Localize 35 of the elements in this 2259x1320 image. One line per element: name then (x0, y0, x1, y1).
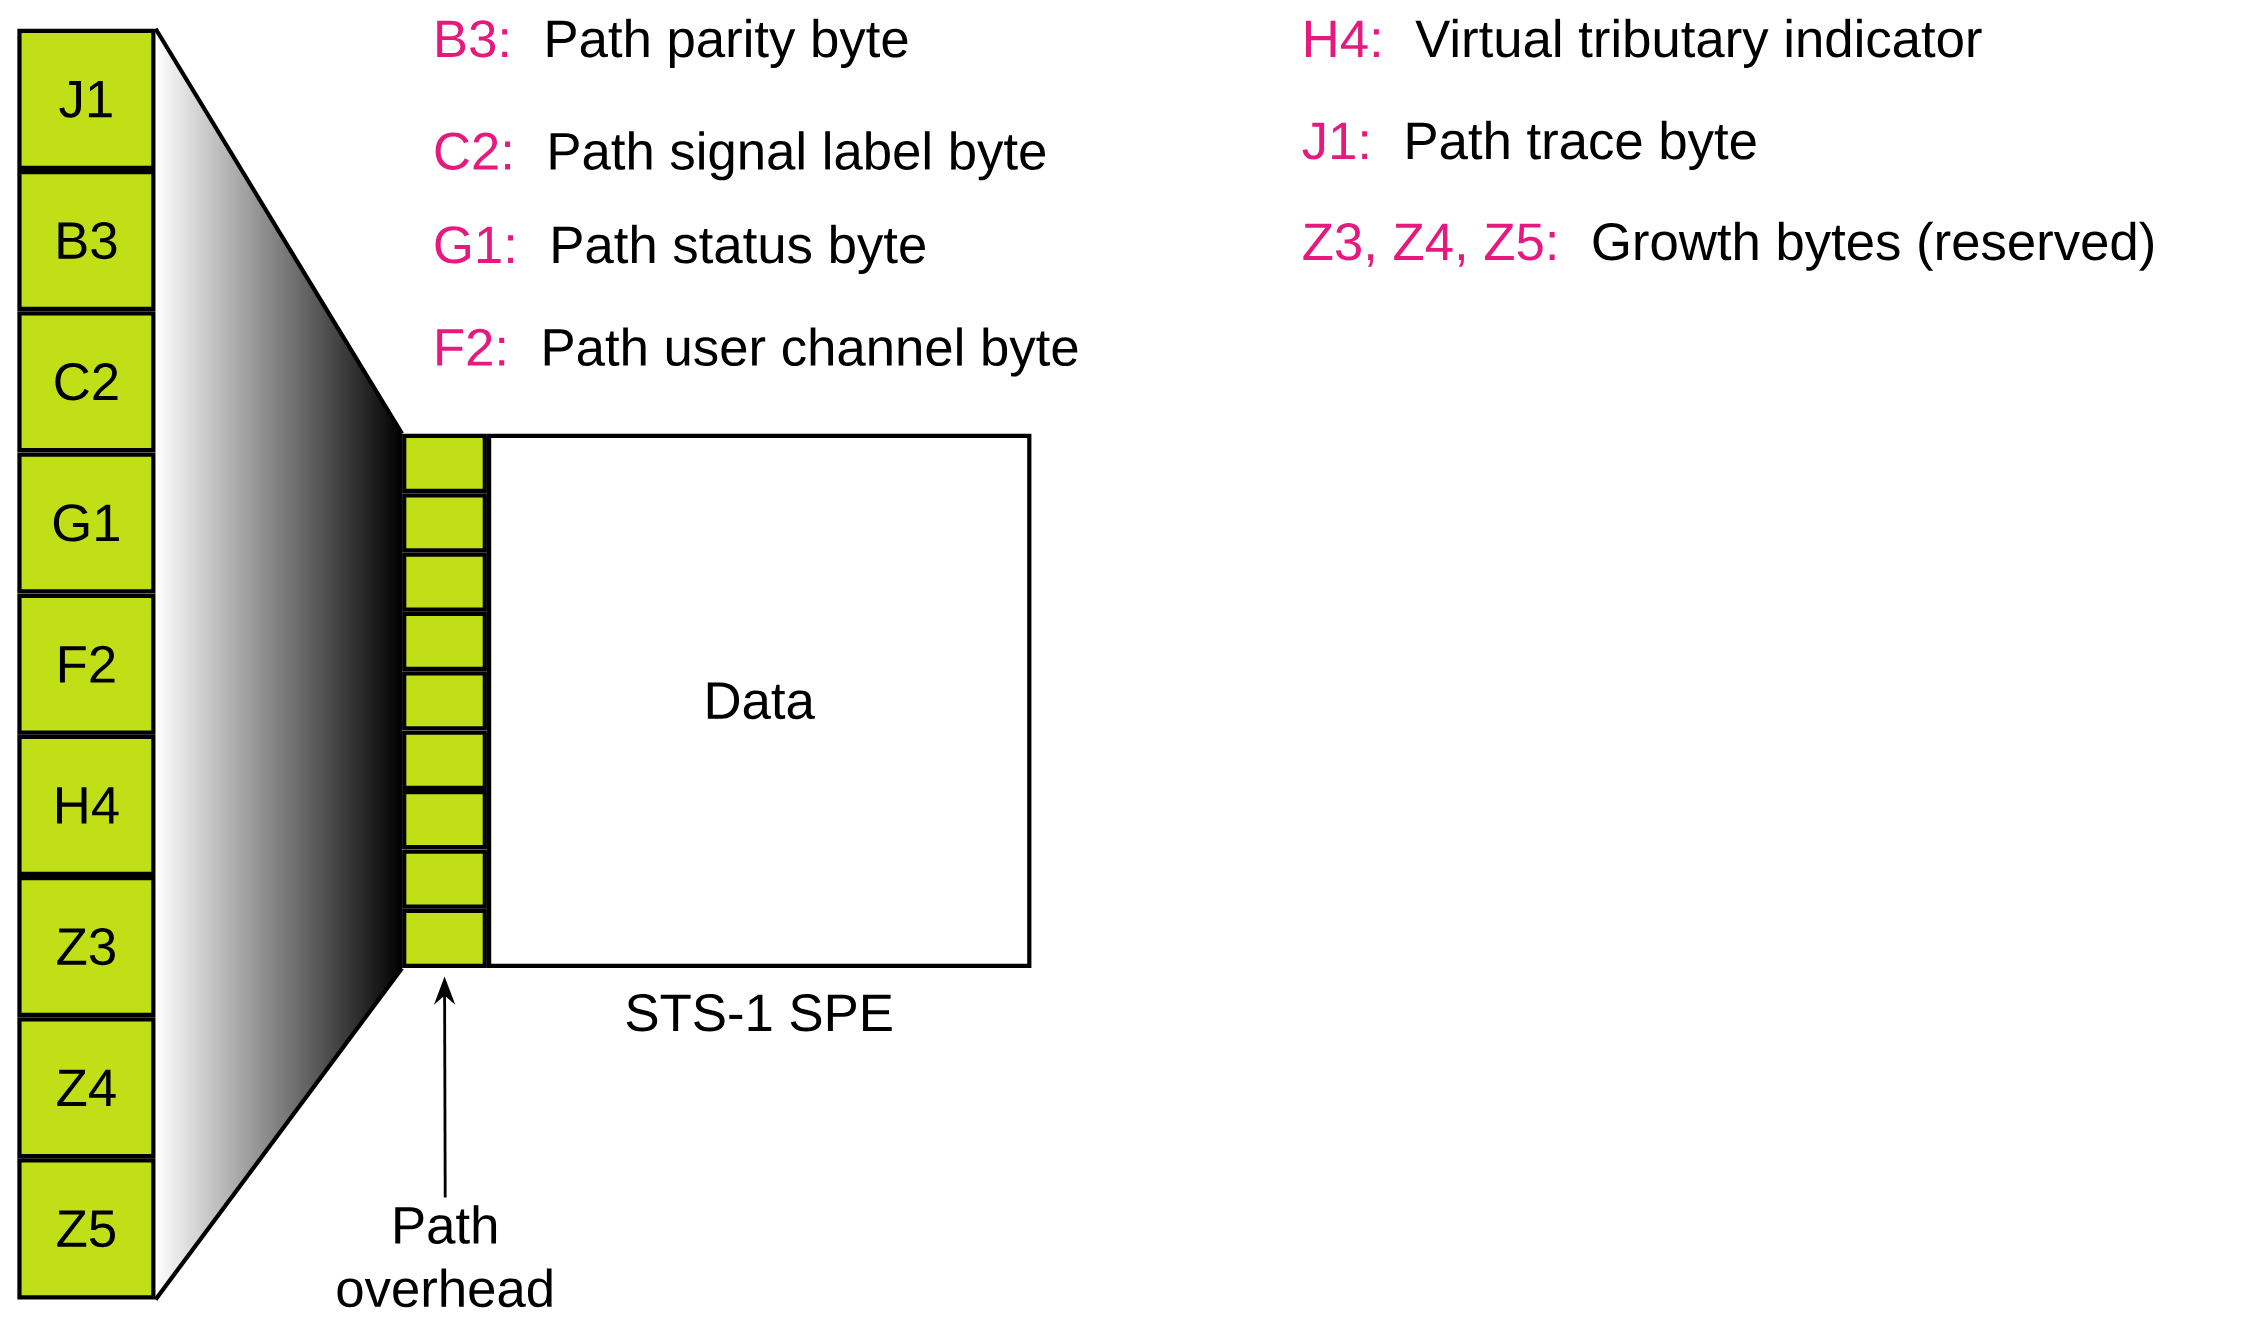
byte-cell: Z5 (17, 1158, 156, 1300)
byte-description: Path trace byte (1407, 120, 1756, 170)
byte-description: Path parity byte (547, 18, 908, 68)
byte-cell: F2 (17, 593, 156, 735)
overhead-cell (402, 552, 487, 612)
byte-cell: G1 (17, 452, 156, 594)
byte-key: H4: (1306, 20, 1379, 57)
overhead-cell (402, 433, 487, 493)
byte-description: Path status byte (553, 224, 925, 274)
byte-description: Growth bytes (reserved) (1593, 221, 2153, 271)
byte-description: Virtual tributary indicator (1415, 18, 1982, 68)
byte-cell: J1 (17, 28, 156, 170)
overhead-cell (402, 730, 487, 790)
byte-key: G1: (435, 226, 514, 264)
overhead-cell (402, 790, 487, 850)
frame-label: STS-1 SPE (626, 994, 892, 1032)
byte-cell: C2 (17, 311, 156, 453)
byte-key: Z3, Z4, Z5: (1303, 223, 1555, 267)
byte-cell: Z4 (17, 1017, 156, 1159)
callout-text: Path overhead (337, 1205, 552, 1308)
byte-description: Path user channel byte (544, 327, 1078, 377)
byte-cell: H4 (17, 734, 156, 876)
byte-key: C2: (435, 132, 511, 170)
overhead-cell (402, 908, 487, 969)
overhead-cell (402, 611, 487, 672)
byte-cell: B3 (17, 170, 156, 312)
overhead-cell (402, 849, 487, 909)
byte-cell: Z3 (17, 876, 156, 1018)
byte-key: B3: (437, 20, 508, 58)
data-box: Data (487, 433, 1032, 969)
byte-key: F2: (437, 328, 505, 366)
byte-description: Path signal label byte (550, 131, 1046, 181)
overhead-cell (402, 493, 487, 553)
overhead-cell (402, 671, 487, 731)
byte-key: J1: (1302, 122, 1368, 160)
